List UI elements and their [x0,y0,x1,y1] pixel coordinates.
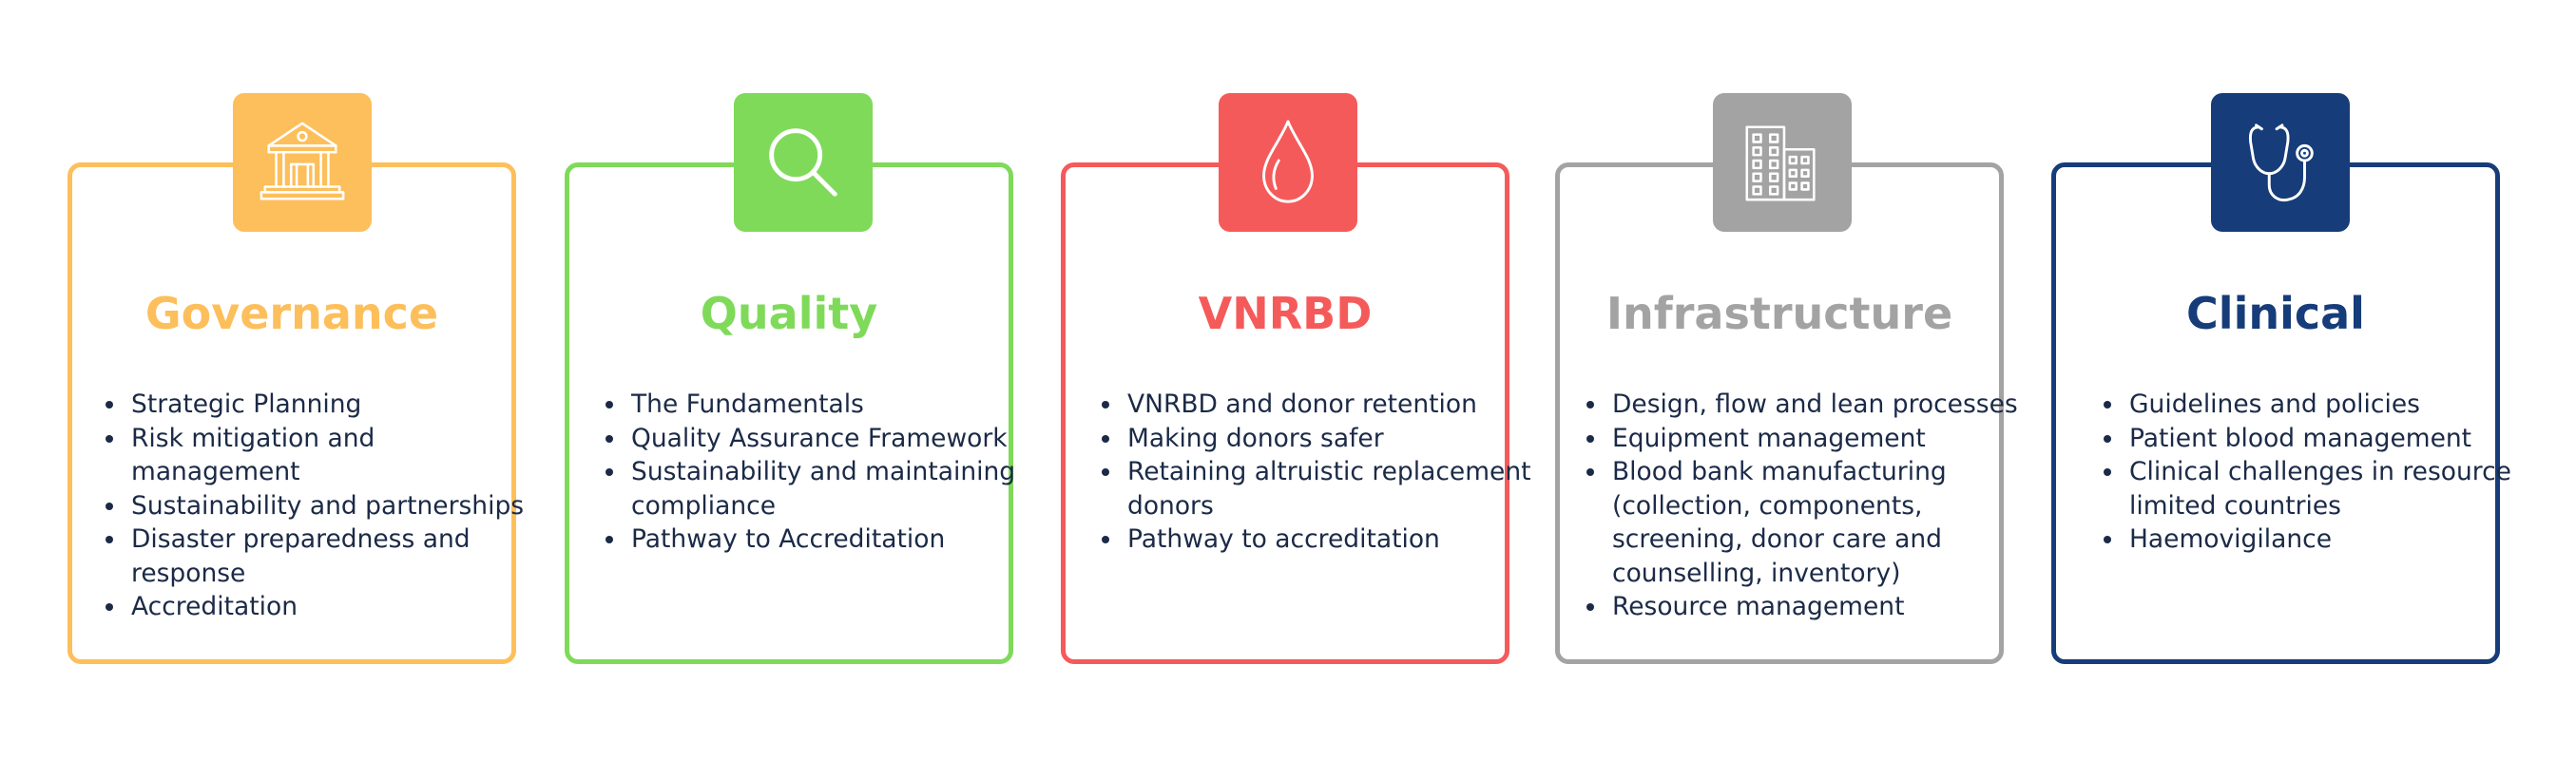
list-item: Resource management [1608,590,2032,624]
vnrbd-list: VNRBD and donor retention Making donors … [1087,388,1532,557]
list-item: Blood bank manufacturing (collection, co… [1608,455,2032,590]
vnrbd-title: VNRBD [1198,288,1373,339]
list-item: Patient blood management [2125,422,2525,456]
list-item: Making donors safer [1124,422,1532,456]
governance-list: Strategic Planning Risk mitigation and m… [91,388,546,624]
list-item: Quality Assurance Framework [627,422,1036,456]
list-item: Clinical challenges in resource limited … [2125,455,2525,522]
governance-title: Governance [144,288,439,339]
list-item: Sustainability and partnerships [127,489,546,523]
list-item: Equipment management [1608,422,2032,456]
list-item: VNRBD and donor retention [1124,388,1532,422]
list-item: Haemovigilance [2125,522,2525,557]
governance-icon-tile [233,93,372,232]
quality-list: The Fundamentals Quality Assurance Frame… [591,388,1036,557]
list-item: Accreditation [127,590,546,624]
infrastructure-title: Infrastructure [1605,288,1953,339]
infrastructure-icon-tile [1713,93,1852,232]
list-item: Design, flow and lean processes [1608,388,2032,422]
list-item: Risk mitigation and management [127,422,546,489]
list-item: Pathway to accreditation [1124,522,1532,557]
vnrbd-icon-tile [1219,93,1357,232]
list-item: The Fundamentals [627,388,1036,422]
quality-title: Quality [700,288,878,339]
clinical-icon-tile [2211,93,2350,232]
list-item: Retaining altruistic replacement donors [1124,455,1532,522]
stethoscope-icon [2248,124,2314,202]
blood-drop-icon [1262,120,1314,203]
list-item: Disaster preparedness and response [127,522,546,590]
list-item: Guidelines and policies [2125,388,2525,422]
magnifying-glass-icon [769,128,837,197]
office-buildings-icon [1745,125,1816,201]
list-item: Strategic Planning [127,388,546,422]
clinical-title: Clinical [2186,288,2365,339]
list-item: Pathway to Accreditation [627,522,1036,557]
building-columns-icon [260,122,345,200]
clinical-list: Guidelines and policies Patient blood ma… [2089,388,2525,557]
list-item: Sustainability and maintaining complianc… [627,455,1036,522]
infrastructure-list: Design, flow and lean processes Equipmen… [1572,388,2032,624]
quality-icon-tile [734,93,873,232]
